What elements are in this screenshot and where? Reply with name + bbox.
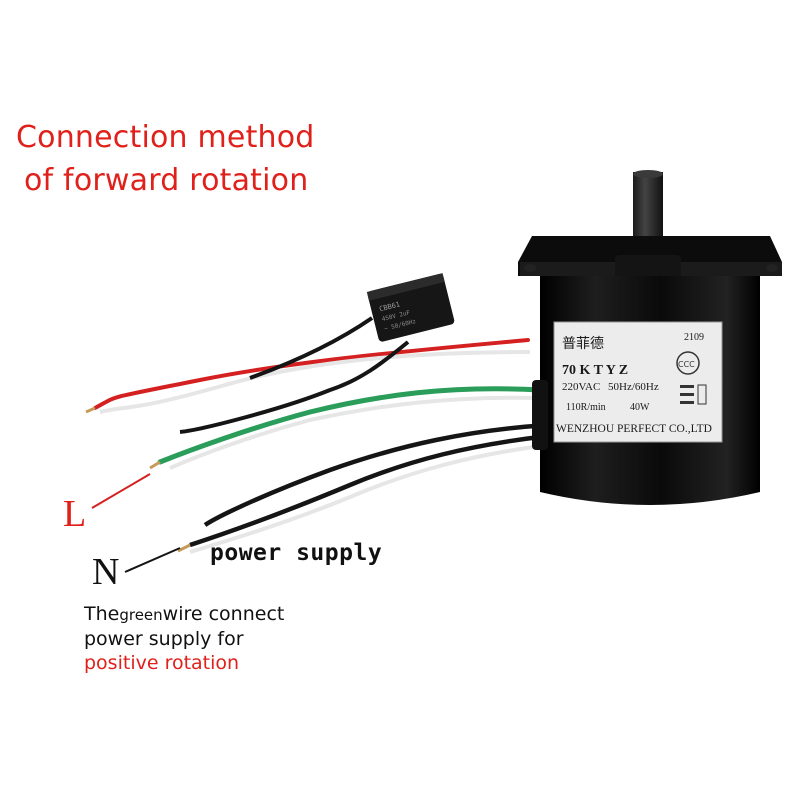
note-the: The <box>84 603 120 625</box>
red-wire <box>93 338 530 410</box>
nameplate-power: 40W <box>630 402 650 413</box>
capacitor-lead-1 <box>249 316 374 380</box>
note-wire-connect: wire connect <box>162 603 285 625</box>
note-line-3: positive rotation <box>84 652 240 674</box>
nameplate-brand: 普菲德 <box>562 336 604 352</box>
motor-nameplate: 普菲德 2109 70 K T Y Z CCC 220VAC 50Hz/60Hz… <box>553 321 723 443</box>
note-green: green <box>119 606 163 624</box>
nameplate-frequency: 50Hz/60Hz <box>608 381 659 393</box>
nameplate-code: 2109 <box>684 332 704 343</box>
title-line-1: Connection method <box>16 120 315 155</box>
green-wire <box>157 386 543 465</box>
capacitor-lead-2 <box>179 340 410 434</box>
wiring-diagram-icon <box>680 384 707 405</box>
nameplate-maker: WENZHOU PERFECT CO.,LTD <box>556 423 712 435</box>
live-label: L <box>63 493 87 535</box>
neutral-pointer-line <box>124 547 181 573</box>
ccc-cert-icon: CCC <box>676 351 700 375</box>
green-wire-tip <box>149 460 161 470</box>
note-line-2: power supply for <box>84 628 244 650</box>
black-wire-1 <box>203 422 549 527</box>
note-line-1: Thegreenwire connect <box>84 602 284 627</box>
neutral-label: N <box>92 551 120 593</box>
nameplate-model: 70 K T Y Z <box>562 363 628 378</box>
svg-text:CCC: CCC <box>678 360 695 369</box>
black-wire-tip <box>177 543 191 553</box>
title-line-2: of forward rotation <box>24 163 309 198</box>
motor: 普菲德 2109 70 K T Y Z CCC 220VAC 50Hz/60Hz… <box>518 170 782 505</box>
wire-bundle <box>85 316 549 573</box>
green-wire-white <box>169 395 541 470</box>
power-supply-label: power supply <box>210 540 383 566</box>
capacitor: CBB61 450V 2uF ~ 50/60Hz <box>366 273 455 342</box>
nameplate-speed: 110R/min <box>566 402 606 413</box>
red-wire-tip <box>85 406 96 414</box>
live-pointer-line <box>91 473 151 509</box>
black-wire-2 <box>189 433 549 548</box>
green-wire-note: Thegreenwire connect power supply for po… <box>84 602 284 675</box>
nameplate-voltage: 220VAC <box>562 381 600 393</box>
white-wire-b <box>189 443 549 554</box>
